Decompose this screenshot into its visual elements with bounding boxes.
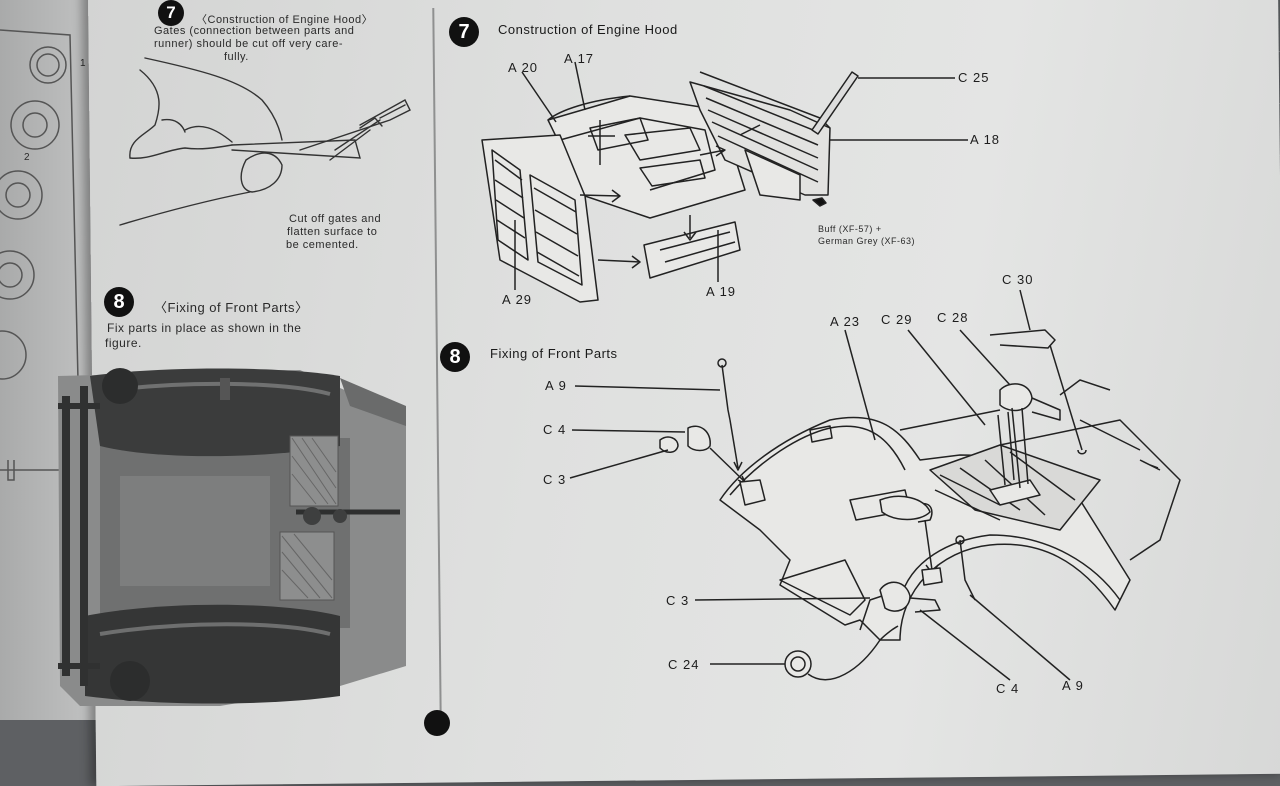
label-c4-top: C 4 xyxy=(543,422,567,437)
model-photo xyxy=(40,366,408,712)
label-a17: A 17 xyxy=(564,51,595,66)
label-a9-bottom: A 9 xyxy=(1062,678,1084,693)
gates-text-line1: Gates (connection between parts and xyxy=(154,25,355,37)
label-a29: A 29 xyxy=(502,292,533,307)
cut-text-line2: flatten surface to xyxy=(287,226,378,238)
step-7-small-badge: 7 xyxy=(158,0,184,26)
label-c28: C 28 xyxy=(937,310,969,325)
label-a18: A 18 xyxy=(970,132,1001,147)
step-8-title: Fixing of Front Parts xyxy=(490,346,618,361)
step-8-badge: 8 xyxy=(440,342,470,372)
step-8-small-title: 〈Fixing of Front Parts〉 xyxy=(154,300,309,315)
fix-text-line2: figure. xyxy=(105,336,142,350)
cutting-gates-illustration xyxy=(119,57,411,226)
cut-text-line3: be cemented. xyxy=(286,239,359,251)
label-c4-bottom: C 4 xyxy=(996,681,1020,696)
runner-number-2: 2 xyxy=(24,152,31,163)
label-c3-top: C 3 xyxy=(543,472,567,487)
label-a23: A 23 xyxy=(830,314,861,329)
front-parts-diagram xyxy=(569,289,1181,681)
label-c29: C 29 xyxy=(881,312,913,327)
cut-text-line1: Cut off gates and xyxy=(289,213,382,225)
fix-text-line1: Fix parts in place as shown in the xyxy=(107,321,302,335)
gates-text-line2: runner) should be cut off very care- xyxy=(154,38,343,50)
step-7-badge: 7 xyxy=(449,17,479,47)
label-a19: A 19 xyxy=(706,284,737,299)
step-7-small-title: 〈Construction of Engine Hood〉 xyxy=(196,14,374,26)
label-a9-top: A 9 xyxy=(545,378,567,393)
label-c25: C 25 xyxy=(958,70,990,85)
gates-text-line3: fully. xyxy=(224,51,249,63)
step-8-small-badge: 8 xyxy=(104,287,134,317)
label-c3-bottom: C 3 xyxy=(666,593,690,608)
next-step-badge-partial xyxy=(424,710,450,736)
runner-number-1: 1 xyxy=(80,58,87,69)
engine-hood-diagram xyxy=(481,61,968,303)
paint-text-line1: Buff (XF-57) + xyxy=(818,224,882,234)
paint-text-line2: German Grey (XF-63) xyxy=(818,236,916,246)
label-c30: C 30 xyxy=(1002,272,1034,287)
label-c24: C 24 xyxy=(668,657,700,672)
step-7-title: Construction of Engine Hood xyxy=(498,22,678,37)
label-a20: A 20 xyxy=(508,60,539,75)
